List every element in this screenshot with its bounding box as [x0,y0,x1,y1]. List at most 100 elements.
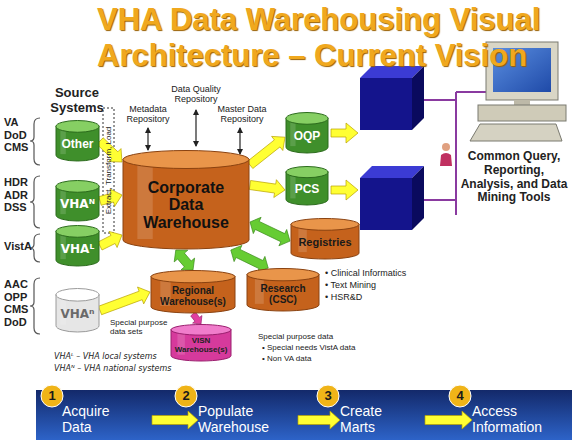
callout-number: 2 [175,385,197,407]
node-text-area: OQP [285,119,329,154]
brace [30,176,40,228]
cube-side [412,166,424,230]
node-text-area: VHAᴺ [55,187,100,222]
person-body [440,153,452,166]
cube-side [412,66,424,130]
repository-arrow [239,128,240,154]
diagram-title: VHA Data Warehousing Visual Architecture… [97,2,573,74]
database-cylinder: VHAⁿ [55,288,100,333]
node-text-area: Acquire Data [62,400,152,440]
step-label: Access Information [472,404,562,435]
annotation-text: Master Data Repository [212,104,272,125]
cylinder-top [171,325,231,336]
node-text-area: VISN Warehouse(s) [170,330,232,362]
annotation-text: • Text Mining [325,280,440,290]
repository-arrow [195,110,196,146]
repository-arrow [147,128,148,150]
flow-arrow [249,180,285,198]
annotation-text: • Clinical Informatics [325,268,440,278]
annotation-text: VHAᴸ – VHA local systems [54,352,224,361]
cylinder-top [123,151,249,169]
process-step: Access Information [472,400,570,440]
database-cylinder: Other [55,120,100,162]
node-text-area: Research (CSC) [246,275,320,312]
database-cylinder: Registries [290,218,360,260]
cylinder-top [286,113,328,125]
node-text-area: VHAᴸ [55,232,100,267]
node-label: OQP [294,130,321,143]
cylinder-body [123,159,249,249]
cylinder-top [56,181,99,193]
node-text-area: PCS [285,173,329,206]
annotation-text: Metadata Repository [120,104,176,125]
node-text-area: Other [55,127,100,162]
node-label: VHAⁿ [60,308,94,321]
node-text-area: Corporate Data Warehouse [122,161,250,250]
cylinder-top [56,226,99,238]
annotation-text: HDR ADR DSS [4,176,34,214]
node-text-area: Create Marts [340,400,425,440]
flow-arrow [231,245,268,272]
cylinder-top [247,269,319,281]
annotation-text: Common Query, Reporting, Analysis, and D… [458,150,570,205]
cylinder-top [286,167,328,178]
node-label: VISN Warehouse(s) [170,337,232,355]
annotation-text: Special purpose data [258,332,398,341]
process-band [36,390,572,440]
process-step: Create Marts [340,400,425,440]
annotation-text: VA DoD CMS [4,116,34,154]
mart-arrow [331,123,358,143]
annotation-text: • HSR&D [325,292,440,302]
data-mart-cube [360,78,412,130]
database-cylinder: PCS [285,166,329,206]
person-head [442,143,450,151]
database-cylinder: VHAᴺ [55,180,100,222]
flow-arrow [191,312,202,324]
etl-box [103,108,114,233]
annotation-text: Data Quality Repository [165,84,227,105]
annotation-text: • Special needs VistA data [262,343,402,352]
database-cylinder: VHAᴸ [55,225,100,267]
step-circle [175,385,197,407]
step-circle [449,385,471,407]
keyboard [470,124,562,141]
node-text-area: Regional Warehouse(s) [150,277,236,314]
callout-number: 1 [41,385,63,407]
computer-case [478,105,566,121]
node-label: Registries [298,236,351,248]
annotation-text: VistA [4,240,38,253]
process-step: Populate Warehouse [198,400,298,440]
flow-arrow [298,411,340,429]
node-text-area: VHAⁿ [55,296,100,333]
annotation-text: VHAᴺ – VHA national systems [54,364,224,373]
brace [30,118,40,165]
node-text-area: Access Information [472,400,570,440]
flow-arrow [98,287,150,315]
monitor-stand [514,100,530,105]
node-label: PCS [295,183,320,196]
step-label: Create Marts [340,404,395,435]
step-circle [317,385,339,407]
cylinder-top [56,289,99,302]
step-label: Populate Warehouse [198,404,290,435]
annotation-text: • Non VA data [262,354,402,363]
flow-arrow [250,217,290,246]
cylinder-top [56,121,99,133]
node-label: Research (CSC) [251,283,315,305]
cylinder-top [291,219,359,231]
annotation-text: AAC OPP CMS DoD [4,278,34,329]
flow-arrow [98,231,122,250]
callout-number: 4 [449,385,471,407]
database-cylinder: OQP [285,112,329,154]
node-text-area: Registries [290,225,360,260]
vertical-label: Extract, Transform, Load [103,108,114,233]
flow-arrow [247,136,285,168]
database-cylinder: Corporate Data Warehouse [122,150,250,250]
database-cylinder: Regional Warehouse(s) [150,270,236,314]
annotation-text: Source Systems [42,86,112,116]
callout-number: 3 [317,385,339,407]
node-label: Corporate Data Warehouse [134,179,238,233]
step-circle [41,385,63,407]
node-text-area: Populate Warehouse [198,400,298,440]
